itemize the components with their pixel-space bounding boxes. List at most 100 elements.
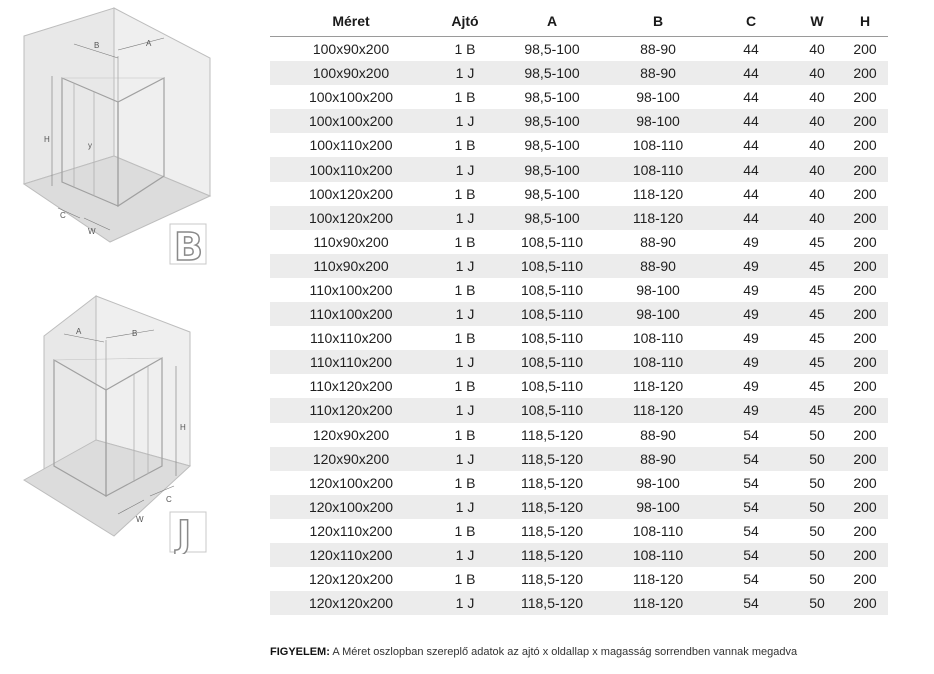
cell-h: 200 <box>842 85 888 110</box>
cell-h: 200 <box>842 109 888 134</box>
cell-ajto: 1 B <box>432 85 498 110</box>
cell-ajto: 1 J <box>432 591 498 616</box>
cell-w: 40 <box>792 61 842 86</box>
cell-a: 118,5-120 <box>498 542 606 568</box>
cell-meret: 100x90x200 <box>270 61 432 86</box>
cell-a: 98,5-100 <box>498 85 606 110</box>
cell-a: 98,5-100 <box>498 61 606 86</box>
cell-h: 200 <box>842 326 888 351</box>
cell-b: 118-120 <box>606 398 710 423</box>
cell-meret: 110x90x200 <box>270 229 432 254</box>
cell-ajto: 1 B <box>432 229 498 254</box>
cell-a: 98,5-100 <box>498 36 606 62</box>
cell-w: 45 <box>792 398 842 423</box>
cell-w: 50 <box>792 591 842 616</box>
cell-c: 54 <box>710 591 792 616</box>
cell-w: 45 <box>792 277 842 303</box>
cell-h: 200 <box>842 277 888 303</box>
cell-a: 98,5-100 <box>498 133 606 158</box>
cell-a: 118,5-120 <box>498 446 606 471</box>
cell-w: 50 <box>792 422 842 447</box>
dim-label-c: C <box>166 495 172 504</box>
cell-c: 44 <box>710 61 792 86</box>
cell-b: 98-100 <box>606 277 710 303</box>
cell-h: 200 <box>842 398 888 423</box>
dim-label-h: H <box>180 423 186 432</box>
cell-a: 98,5-100 <box>498 205 606 230</box>
cell-ajto: 1 J <box>432 302 498 327</box>
cell-c: 54 <box>710 446 792 471</box>
dim-label-b: B <box>132 329 137 338</box>
cell-c: 49 <box>710 302 792 327</box>
cell-h: 200 <box>842 494 888 519</box>
cell-b: 118-120 <box>606 181 710 206</box>
cell-meret: 120x100x200 <box>270 494 432 519</box>
cell-h: 200 <box>842 181 888 206</box>
cell-h: 200 <box>842 36 888 62</box>
note: FIGYELEM: A Méret oszlopban szereplő ada… <box>270 646 797 658</box>
cell-meret: 120x110x200 <box>270 542 432 568</box>
cell-meret: 110x100x200 <box>270 277 432 303</box>
letter-box-j <box>169 511 207 553</box>
cell-a: 108,5-110 <box>498 302 606 327</box>
cell-meret: 100x120x200 <box>270 181 432 206</box>
cell-c: 54 <box>710 567 792 592</box>
cell-b: 88-90 <box>606 446 710 471</box>
cell-w: 40 <box>792 36 842 62</box>
cell-b: 118-120 <box>606 374 710 399</box>
diagram-letter-b: B <box>174 225 203 269</box>
cell-ajto: 1 J <box>432 61 498 86</box>
cell-b: 108-110 <box>606 326 710 351</box>
dim-label-c: C <box>60 211 66 220</box>
cell-ajto: 1 J <box>432 494 498 519</box>
cell-ajto: 1 B <box>432 422 498 447</box>
dim-label-a: A <box>146 39 152 48</box>
cell-b: 98-100 <box>606 470 710 495</box>
cell-h: 200 <box>842 542 888 568</box>
cell-b: 88-90 <box>606 61 710 86</box>
cell-a: 118,5-120 <box>498 591 606 616</box>
cell-meret: 100x110x200 <box>270 157 432 182</box>
cell-a: 108,5-110 <box>498 374 606 399</box>
header-ajto: Ajtó <box>432 6 498 37</box>
cell-w: 45 <box>792 302 842 327</box>
glass-side <box>117 77 165 208</box>
cell-c: 49 <box>710 326 792 351</box>
cell-b: 98-100 <box>606 85 710 110</box>
cell-ajto: 1 B <box>432 518 498 543</box>
cell-w: 40 <box>792 109 842 134</box>
cell-h: 200 <box>842 302 888 327</box>
cell-b: 88-90 <box>606 36 710 62</box>
cell-ajto: 1 J <box>432 109 498 134</box>
cell-ajto: 1 J <box>432 398 498 423</box>
cell-meret: 100x110x200 <box>270 133 432 158</box>
cell-a: 108,5-110 <box>498 350 606 375</box>
cell-w: 45 <box>792 229 842 254</box>
cell-w: 40 <box>792 181 842 206</box>
cell-h: 200 <box>842 61 888 86</box>
cell-w: 50 <box>792 470 842 495</box>
back-wall-left <box>23 7 115 185</box>
note-text: A Méret oszlopban szereplő adatok az ajt… <box>329 646 798 658</box>
cell-b: 98-100 <box>606 109 710 134</box>
cell-c: 44 <box>710 85 792 110</box>
cell-c: 44 <box>710 181 792 206</box>
cell-a: 118,5-120 <box>498 494 606 519</box>
cell-ajto: 1 B <box>432 470 498 495</box>
cell-meret: 110x100x200 <box>270 302 432 327</box>
cell-w: 50 <box>792 542 842 568</box>
